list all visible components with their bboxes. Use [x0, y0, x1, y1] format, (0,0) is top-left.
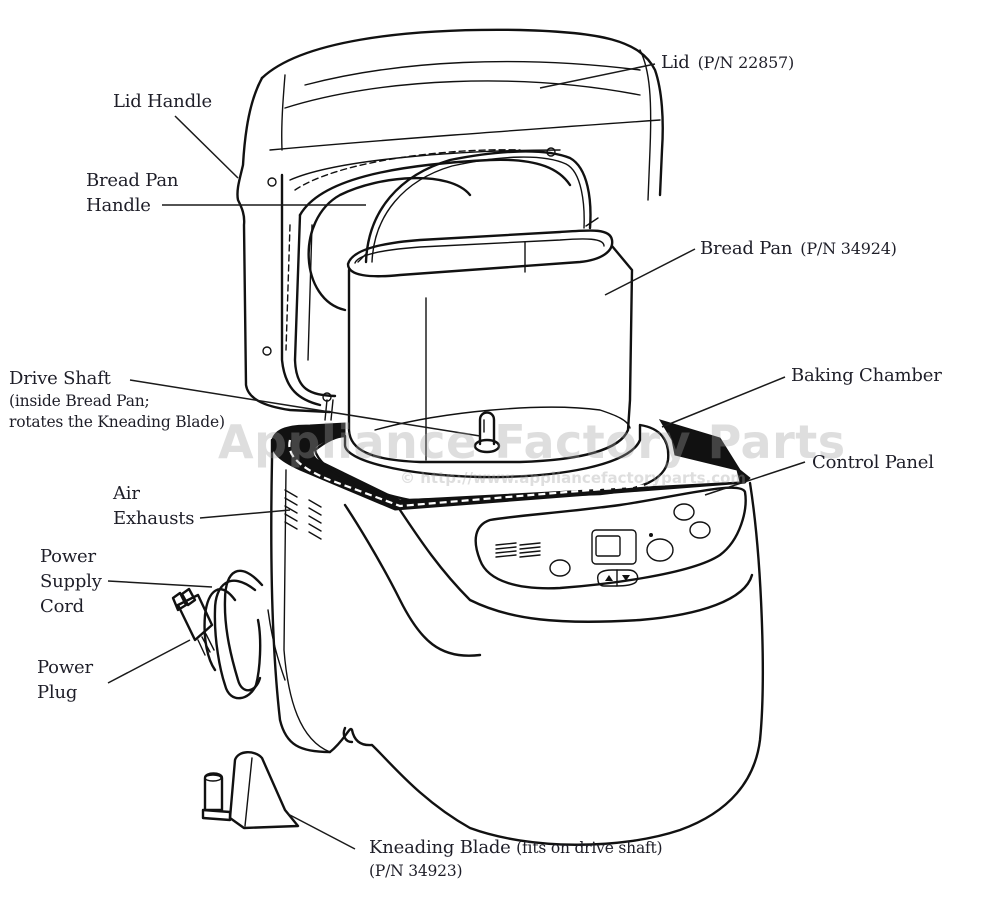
label-power-supply-cord-line3: Cord — [40, 596, 84, 617]
label-lid-handle: Lid Handle — [113, 91, 212, 112]
leader-bread-pan — [604, 248, 696, 296]
label-air-exhausts-line1: Air — [113, 483, 140, 504]
leader-power-plug — [107, 639, 191, 684]
label-bread-pan-handle-line1: Bread Pan — [86, 170, 179, 191]
label-bread-pan-handle: Bread Pan Handle — [86, 168, 178, 218]
label-kneading-blade-note: (fits on drive shaft) — [516, 839, 663, 857]
label-lid-part-number: (P/N 22857) — [697, 53, 795, 72]
label-bread-pan: Bread Pan (P/N 34924) — [700, 236, 897, 261]
label-kneading-blade: Kneading Blade (fits on drive shaft) (P/… — [369, 835, 663, 881]
label-power-plug-line1: Power — [37, 657, 93, 678]
label-power-supply-cord-line2: Supply — [40, 571, 102, 592]
label-control-panel: Control Panel — [812, 452, 934, 473]
label-lid: Lid (P/N 22857) — [661, 50, 794, 75]
label-power-plug: Power Plug — [37, 655, 93, 705]
label-air-exhausts-line2: Exhausts — [113, 508, 195, 529]
leader-lid — [539, 63, 656, 89]
menu-button-shape — [549, 559, 571, 577]
bread-pan-drawing — [346, 150, 634, 464]
label-power-plug-line2: Plug — [37, 682, 78, 703]
leader-control-panel — [704, 461, 806, 496]
label-baking-chamber: Baking Chamber — [791, 365, 942, 386]
leader-baking-chamber — [661, 376, 786, 428]
control-panel-details — [495, 503, 711, 587]
label-drive-shaft-line2: (inside Bread Pan; — [9, 392, 150, 410]
loaf-button-shape — [689, 521, 711, 539]
drive-shaft-drawing — [473, 411, 501, 454]
start-stop-button-shape — [646, 538, 674, 562]
label-power-supply-cord-line1: Power — [40, 546, 96, 567]
label-kneading-blade-part-number: (P/N 34923) — [369, 862, 463, 880]
label-drive-shaft: Drive Shaft (inside Bread Pan; rotates t… — [9, 366, 225, 433]
label-bread-pan-handle-line2: Handle — [86, 195, 151, 216]
label-power-supply-cord: Power Supply Cord — [40, 544, 102, 619]
leader-drive-shaft — [129, 379, 481, 437]
lid-drawing — [236, 28, 664, 421]
leader-lines — [107, 63, 806, 850]
crust-button-shape — [673, 503, 695, 521]
air-exhaust-vents — [284, 489, 322, 540]
label-drive-shaft-name: Drive Shaft — [9, 368, 111, 389]
label-kneading-blade-name: Kneading Blade — [369, 837, 511, 858]
power-cord-drawing — [171, 569, 286, 700]
leader-kneading-blade — [287, 813, 356, 850]
leader-air-exhausts — [199, 509, 291, 519]
label-air-exhausts: Air Exhausts — [113, 481, 195, 531]
label-lid-name: Lid — [661, 52, 690, 73]
label-bread-pan-part-number: (P/N 34924) — [800, 239, 897, 258]
label-drive-shaft-line3: rotates the Kneading Blade) — [9, 413, 225, 431]
label-bread-pan-name: Bread Pan — [700, 238, 793, 259]
leader-lid-handle — [174, 115, 239, 179]
housing-drawing — [270, 419, 764, 846]
leader-power-supply-cord — [107, 580, 213, 588]
kneading-blade-drawing — [201, 751, 300, 830]
